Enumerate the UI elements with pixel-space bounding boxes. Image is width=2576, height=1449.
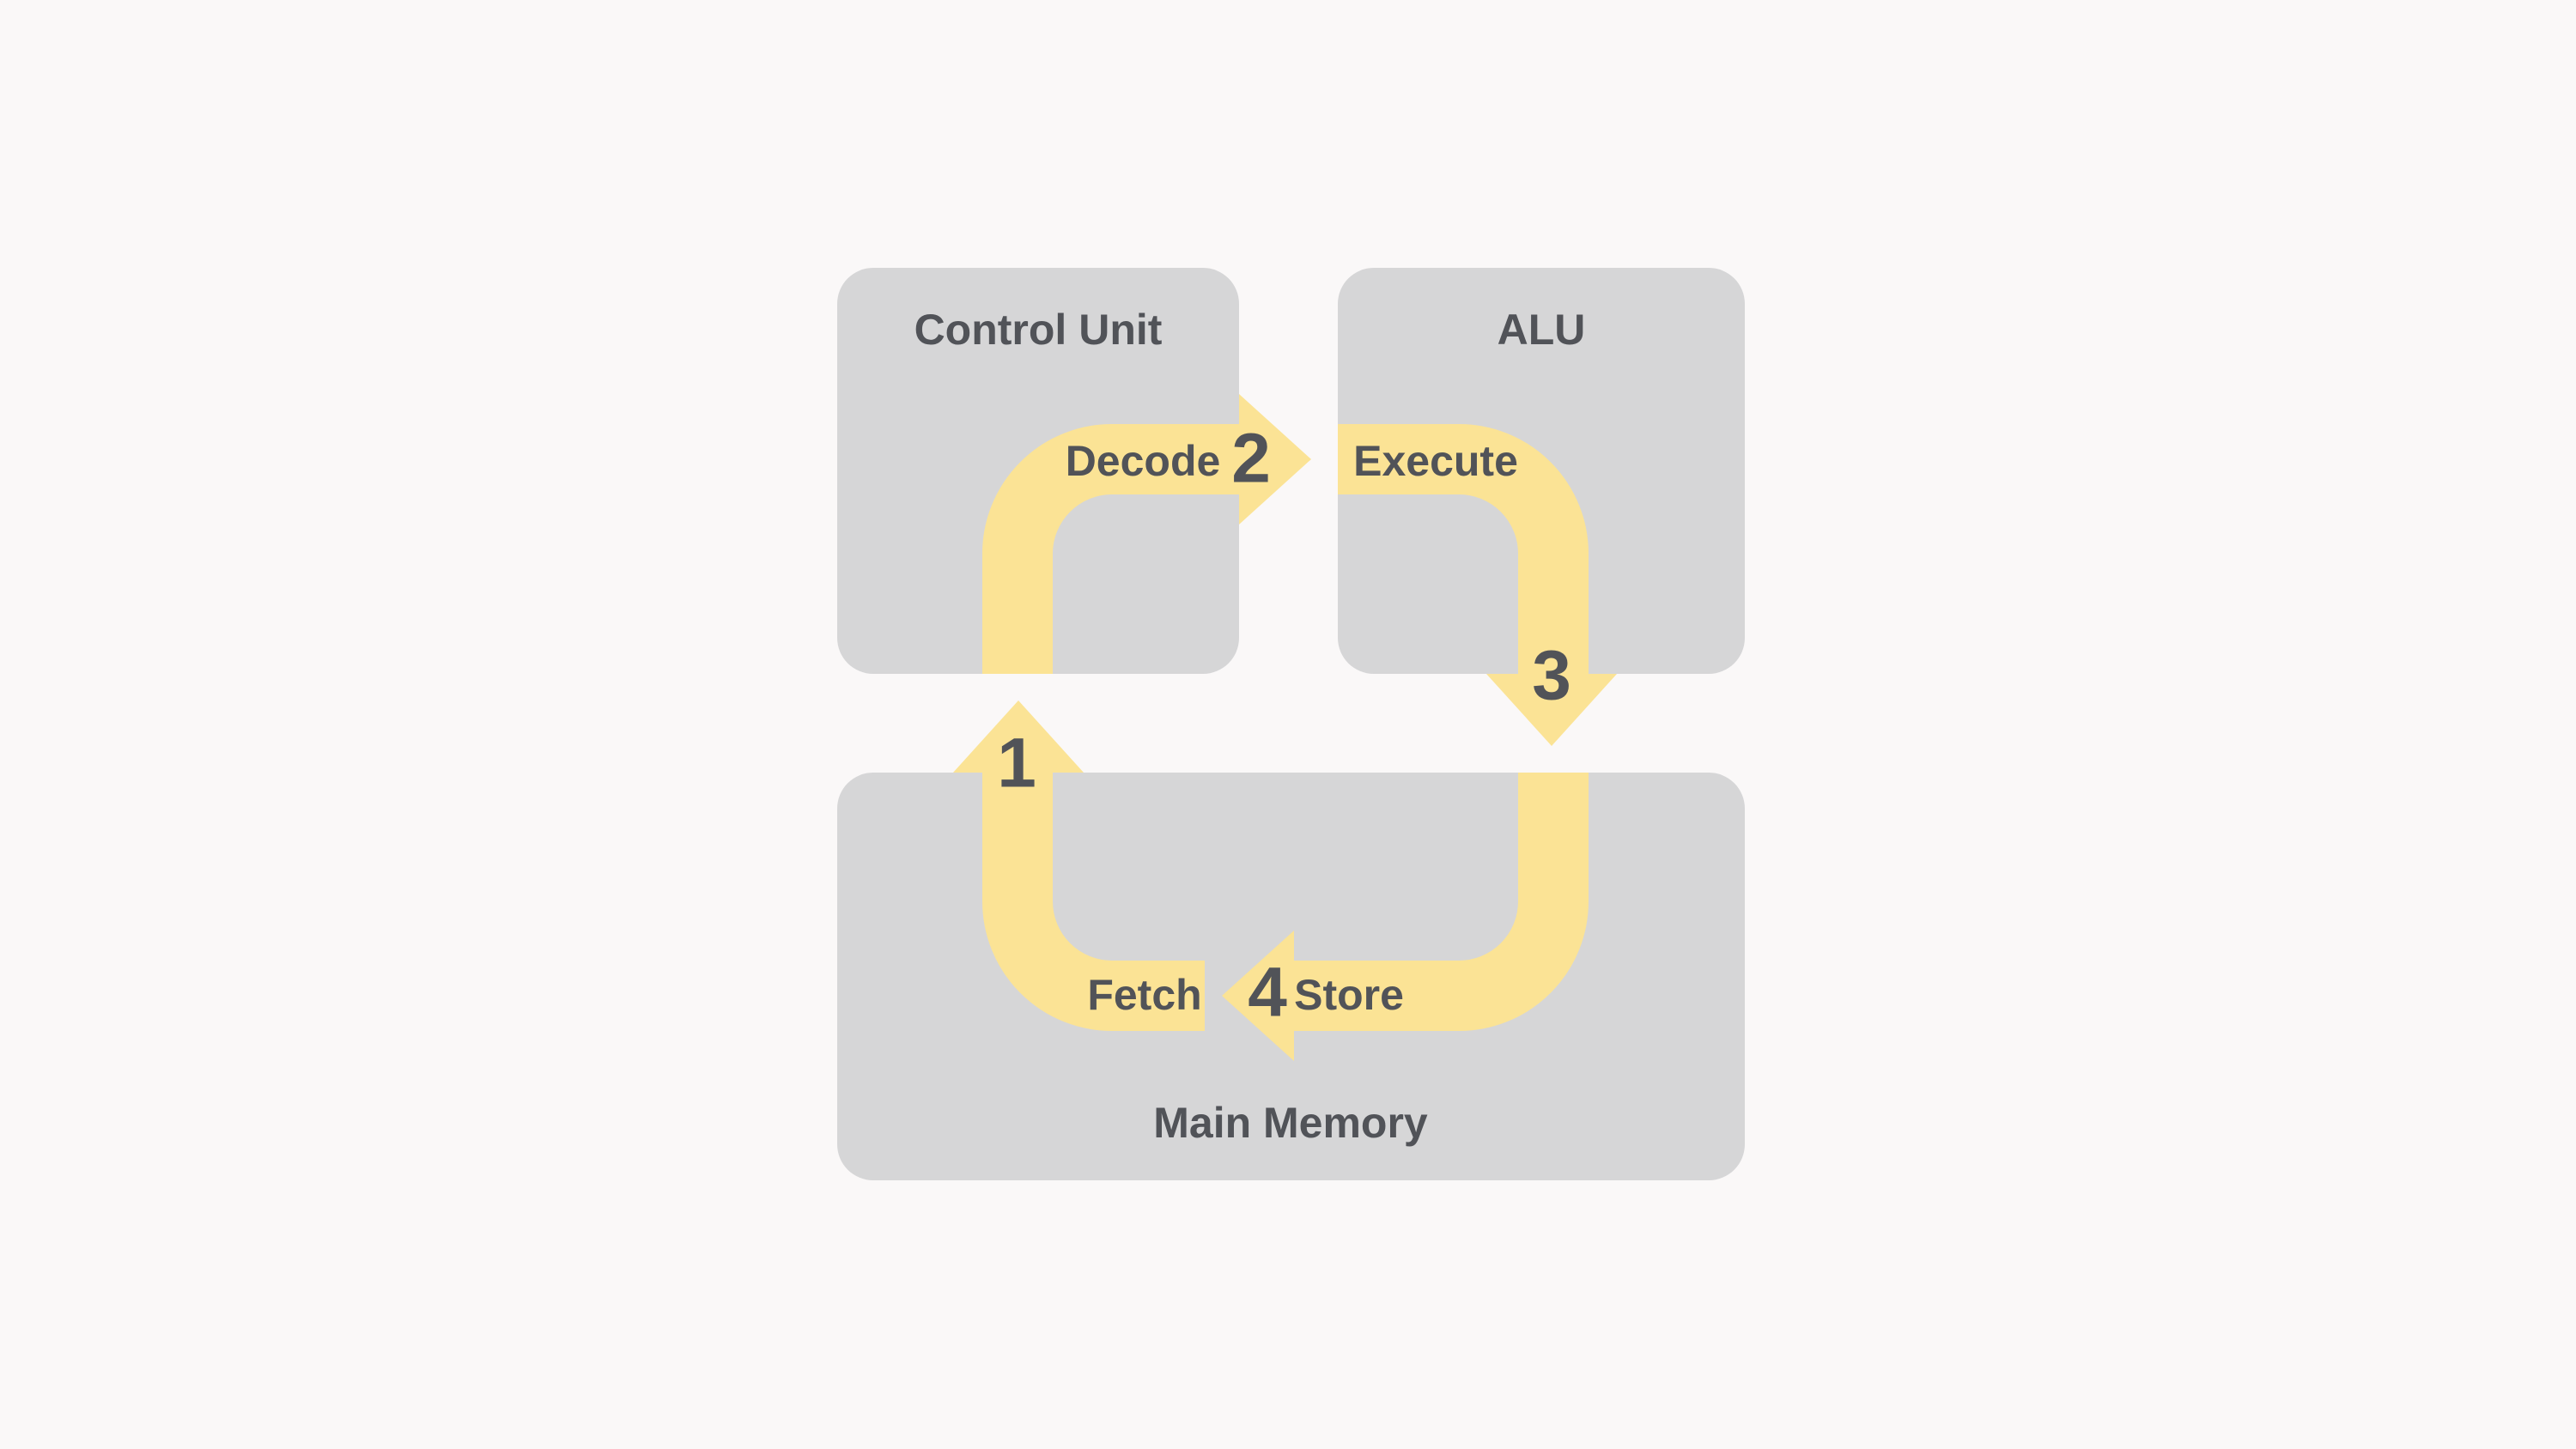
main-memory-label: Main Memory: [1153, 1099, 1428, 1147]
alu-label: ALU: [1498, 306, 1586, 354]
decode-arrow-shaft: [982, 424, 1239, 674]
store-arrow-shaft: [1294, 773, 1589, 1031]
decode-label: Decode: [1066, 437, 1221, 485]
step3-number: 3: [1532, 637, 1571, 715]
step2-number: 2: [1231, 420, 1271, 498]
step2-right-arrowhead-icon: [1239, 394, 1311, 524]
execute-arrow-shaft: [1338, 424, 1589, 674]
execute-label: Execute: [1353, 437, 1518, 485]
store-label: Store: [1294, 971, 1404, 1019]
control-unit-label: Control Unit: [914, 306, 1163, 354]
fetch-arrow-shaft: [982, 773, 1205, 1031]
fetch-label: Fetch: [1087, 971, 1201, 1019]
step1-number: 1: [997, 724, 1036, 803]
step4-number: 4: [1248, 954, 1287, 1032]
step3-down-arrowhead-icon: [1486, 674, 1617, 746]
step4-left-arrowhead-icon: [1222, 931, 1294, 1061]
step1-up-arrowhead-icon: [953, 700, 1084, 773]
